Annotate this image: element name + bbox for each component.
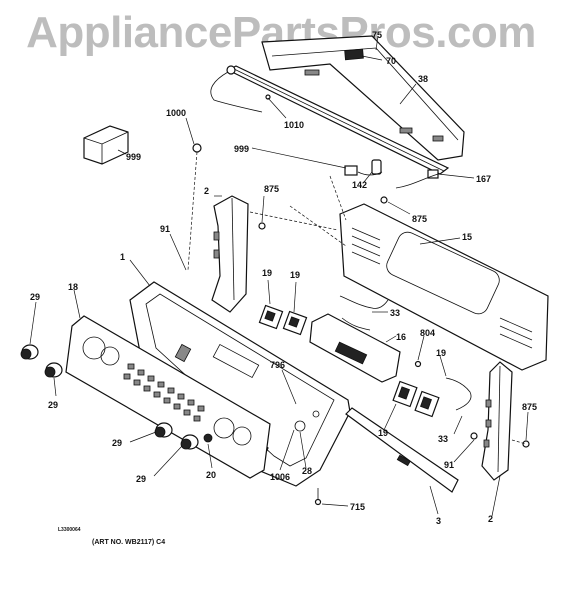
art-number-caption: (ART NO. WB2117) C4 <box>92 539 166 546</box>
callout-1000: 1000 <box>166 108 186 118</box>
callout-38: 38 <box>418 74 428 84</box>
knob-29-a <box>20 344 39 360</box>
callout-33-a: 33 <box>390 308 400 318</box>
keypad-grid <box>123 363 205 422</box>
callout-19-d: 19 <box>378 428 388 438</box>
callout-70: 70 <box>386 56 396 66</box>
knob-ring-20 <box>203 433 213 443</box>
callout-3: 3 <box>436 516 441 526</box>
knob-29-c <box>154 422 173 438</box>
switch-19-b <box>282 310 308 336</box>
callout-29-c: 29 <box>112 438 122 448</box>
callout-875-left: 875 <box>264 184 279 194</box>
part-70-clip <box>344 48 364 61</box>
callout-2-right: 2 <box>488 514 493 524</box>
callout-167: 167 <box>476 174 491 184</box>
screw-804 <box>414 360 422 368</box>
callout-142: 142 <box>352 180 367 190</box>
callout-2-left: 2 <box>204 186 209 196</box>
harness-rod <box>210 65 450 189</box>
part-999-box <box>83 125 129 165</box>
leader-lines <box>29 35 529 517</box>
display-board-16 <box>309 313 401 383</box>
callout-19-c: 19 <box>436 348 446 358</box>
callout-16: 16 <box>396 332 406 342</box>
console-frame-1 <box>129 281 351 487</box>
callout-875-right: 875 <box>522 402 537 412</box>
callout-15: 15 <box>462 232 472 242</box>
rear-panel-15 <box>339 203 549 371</box>
callout-20: 20 <box>206 470 216 480</box>
side-bracket-2-left <box>211 195 266 313</box>
knob-29-d <box>180 434 199 450</box>
callout-875-top: 875 <box>412 214 427 224</box>
side-bracket-2-right <box>481 361 513 481</box>
switch-19-a <box>258 304 284 330</box>
switch-19-c <box>392 380 418 408</box>
part-1000-clip <box>192 143 202 153</box>
screw-875-top <box>380 196 388 204</box>
callout-75: 75 <box>372 30 382 40</box>
callout-29-a: 29 <box>30 292 40 302</box>
callout-715: 715 <box>350 502 365 512</box>
front-panel-18 <box>65 315 271 479</box>
screw-715 <box>314 488 322 506</box>
callout-999-harness: 999 <box>234 144 249 154</box>
callout-29-b: 29 <box>48 400 58 410</box>
callout-19-b: 19 <box>290 270 300 280</box>
callout-804: 804 <box>420 328 435 338</box>
callout-33-b: 33 <box>438 434 448 444</box>
callout-91-right: 91 <box>444 460 454 470</box>
top-rail-38 <box>261 35 465 161</box>
trim-strip-3 <box>345 407 459 493</box>
drawing-code: L3300064 <box>58 527 81 533</box>
callout-labels: 75 70 38 1000 1010 999 999 875 142 167 8… <box>30 30 537 526</box>
callout-29-d: 29 <box>136 474 146 484</box>
callout-1: 1 <box>120 252 125 262</box>
callout-999-box: 999 <box>126 152 141 162</box>
callout-91-left: 91 <box>160 224 170 234</box>
knob-29-b <box>44 362 63 378</box>
callout-796: 796 <box>270 360 285 370</box>
callout-1010: 1010 <box>284 120 304 130</box>
callout-19-a: 19 <box>262 268 272 278</box>
switch-19-d <box>414 390 440 418</box>
connector-142 <box>344 165 358 176</box>
callout-18: 18 <box>68 282 78 292</box>
callout-1006: 1006 <box>270 472 290 482</box>
callout-28: 28 <box>302 466 312 476</box>
